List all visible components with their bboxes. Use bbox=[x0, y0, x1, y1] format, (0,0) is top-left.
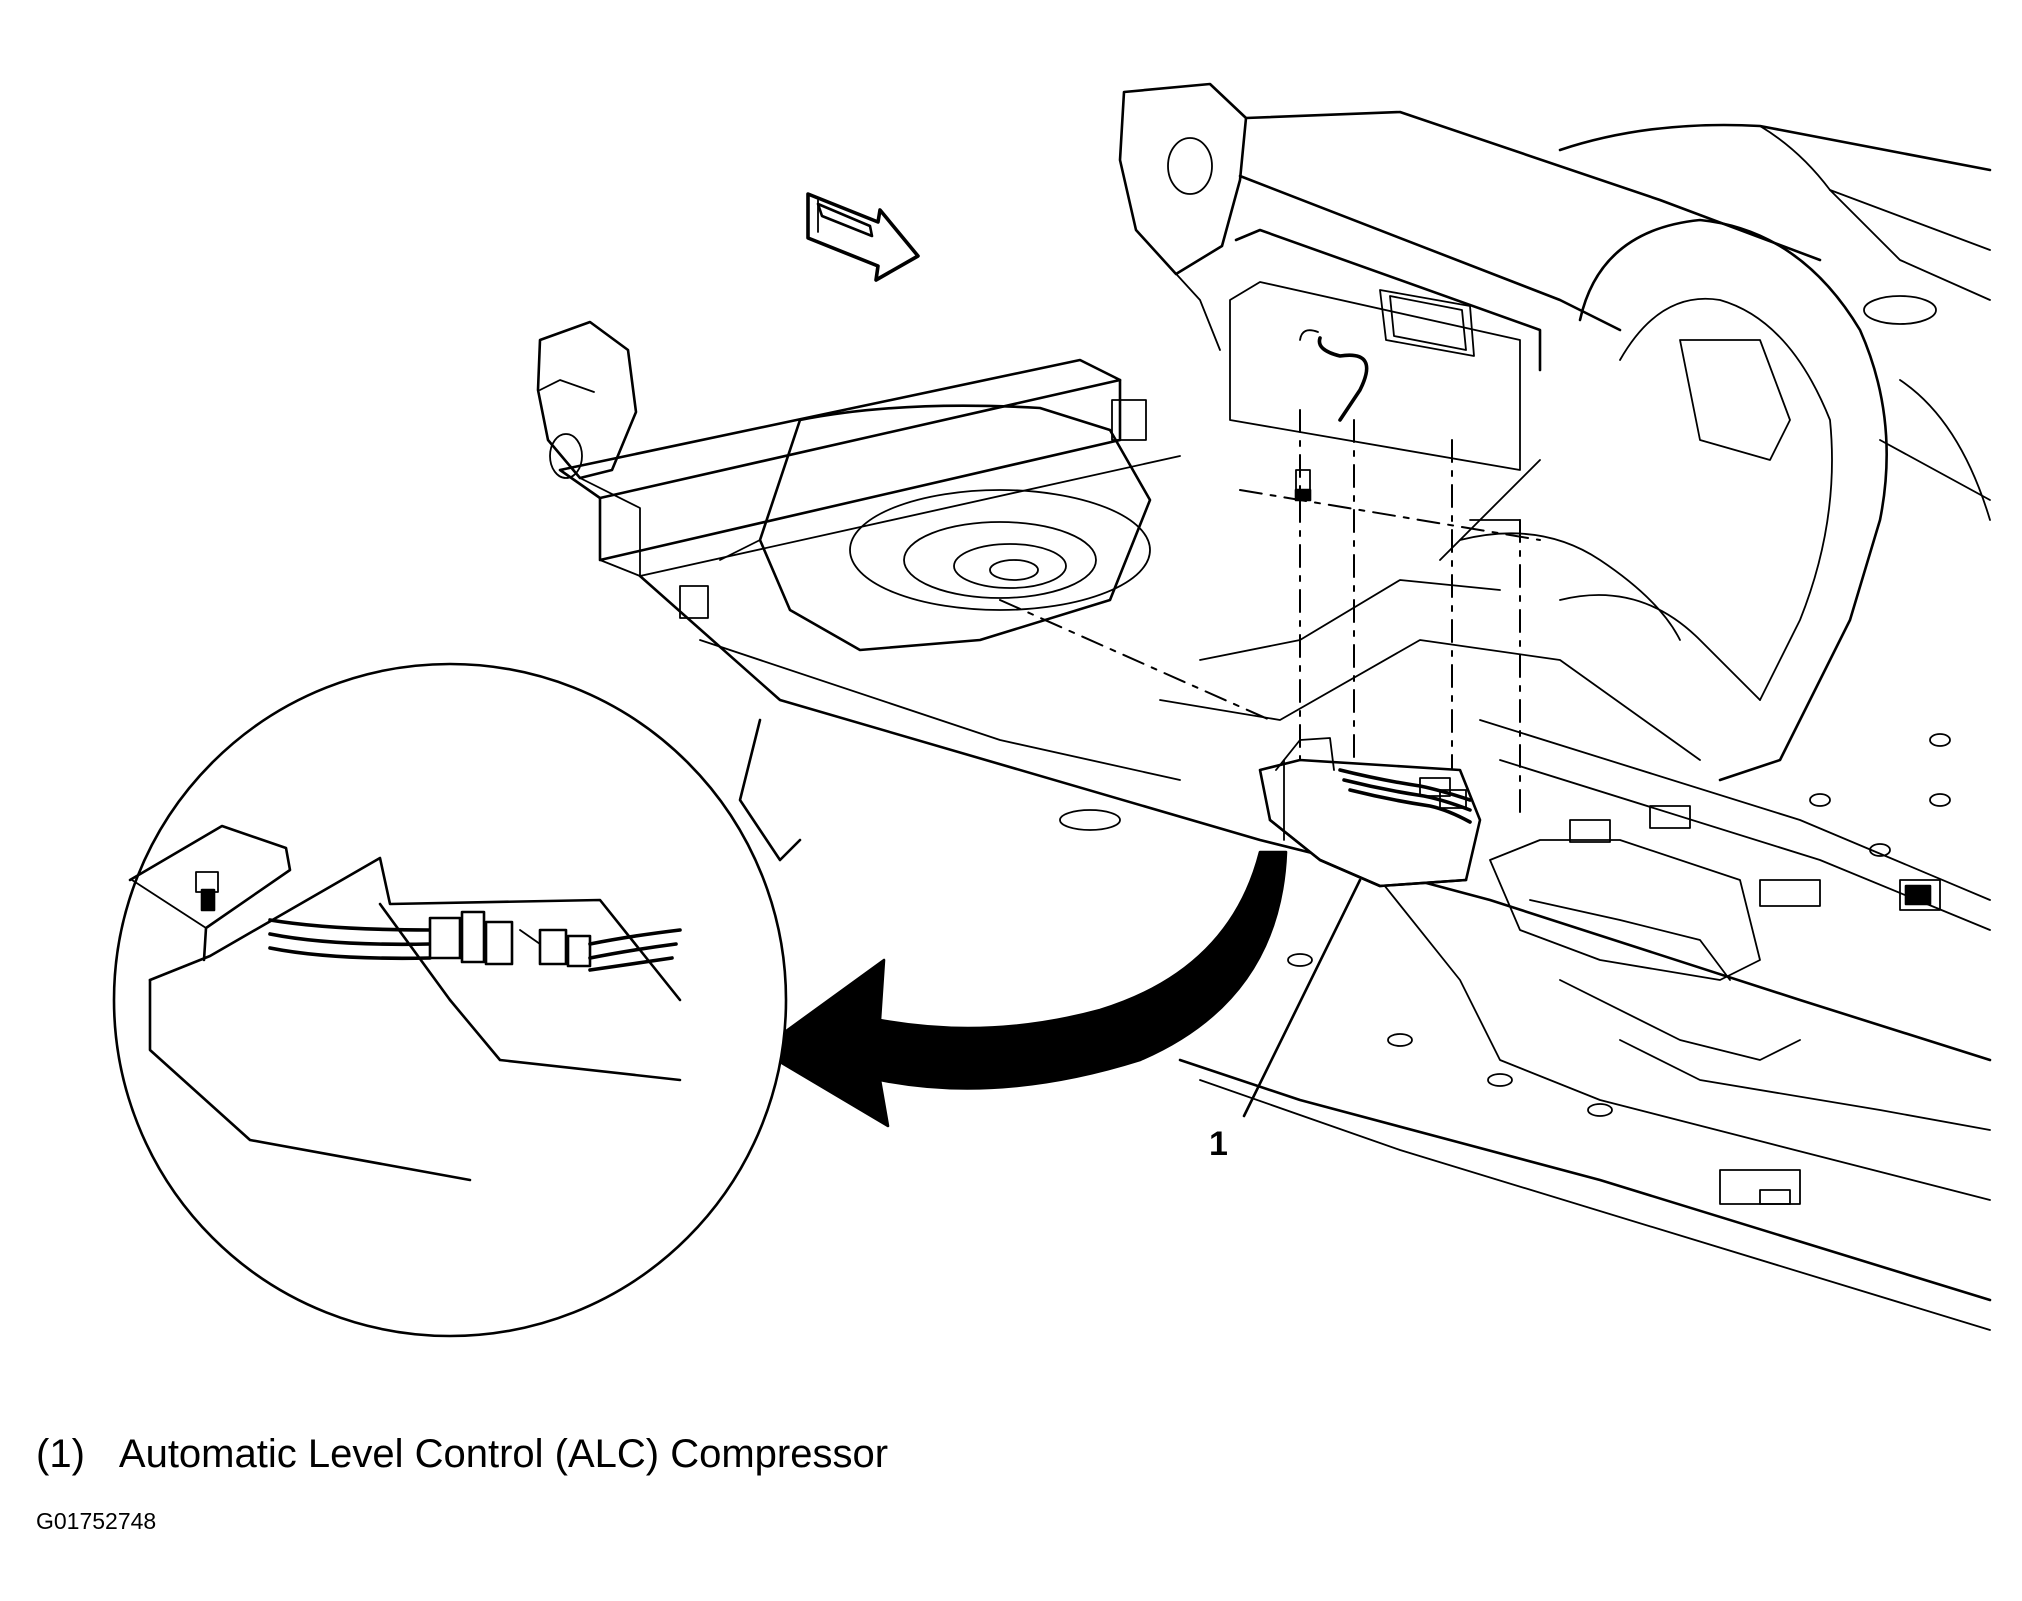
callout-leader-line-1 bbox=[1242, 878, 1362, 1118]
curved-detail-arrow-icon bbox=[758, 850, 1288, 1128]
legend-text: Automatic Level Control (ALC) Compressor bbox=[118, 1432, 889, 1476]
legend-number: (1) bbox=[36, 1432, 85, 1476]
legend-row: (1) Automatic Level Control (ALC) Compre… bbox=[36, 1432, 888, 1477]
callout-number-1: 1 bbox=[1209, 1125, 1228, 1163]
mounting-alignment-lines bbox=[999, 409, 1541, 821]
alc-compressor bbox=[1258, 737, 1482, 888]
rear-body-structure bbox=[536, 82, 1992, 1331]
front-direction-arrow-icon bbox=[806, 192, 920, 282]
detail-view bbox=[112, 662, 788, 1338]
figure-id: G01752748 bbox=[36, 1508, 157, 1534]
